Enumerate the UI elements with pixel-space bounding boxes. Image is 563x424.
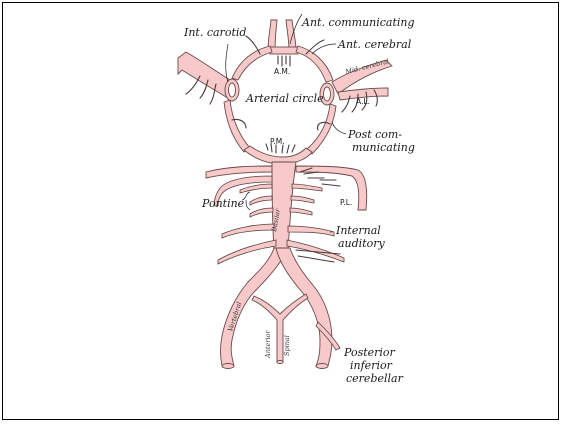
anteromedial-branches — [278, 56, 290, 66]
internal-auditory-left — [222, 224, 274, 238]
vertebral-left-cut — [222, 364, 234, 369]
label-internal-auditory-2: auditory — [338, 237, 386, 250]
label-al: A.L. — [356, 97, 370, 106]
label-posterior-inferior-1: Posterior — [343, 346, 396, 359]
vertebral-right-cut — [316, 364, 328, 369]
label-posterior-inferior-3: cerebellar — [346, 372, 404, 385]
anterior-communicating-artery — [270, 47, 298, 54]
label-internal-auditory-1: Internal — [335, 224, 381, 237]
label-int-carotid: Int. carotid — [183, 26, 246, 39]
leader-int-carotid — [226, 44, 228, 82]
label-ant-communicating: Ant. communicating — [301, 16, 415, 29]
anterior-spinal-cut — [277, 360, 283, 363]
label-posterior-inferior-2: inferior — [350, 359, 393, 372]
anterior-cerebral-left — [268, 20, 277, 50]
label-am: A.M. — [274, 67, 290, 76]
label-pm: P.M. — [270, 137, 285, 146]
internal-auditory-right — [288, 226, 334, 236]
label-pontine: Pontine — [201, 197, 245, 210]
label-pl: P.L. — [340, 198, 352, 207]
posterior-communicating-right — [306, 104, 336, 154]
posterior-cerebral-arch — [244, 146, 312, 164]
circle-upper-left — [232, 46, 272, 80]
posterior-choroid-branches — [232, 119, 330, 130]
anterior-spinal-artery — [252, 294, 308, 362]
basilar-artery — [272, 162, 296, 250]
label-post-communicating-1: Post com- — [347, 128, 402, 141]
label-arterial-circle: Arterial circle — [245, 92, 324, 105]
leader-post-communicating — [332, 122, 346, 134]
label-post-communicating-2: municating — [352, 141, 415, 154]
label-ant-cerebral: Ant. cerebral — [337, 38, 412, 51]
label-spinal: Spinal — [283, 335, 291, 356]
anterior-cerebral-right — [286, 20, 296, 50]
label-anterior: Anterior — [264, 330, 272, 359]
